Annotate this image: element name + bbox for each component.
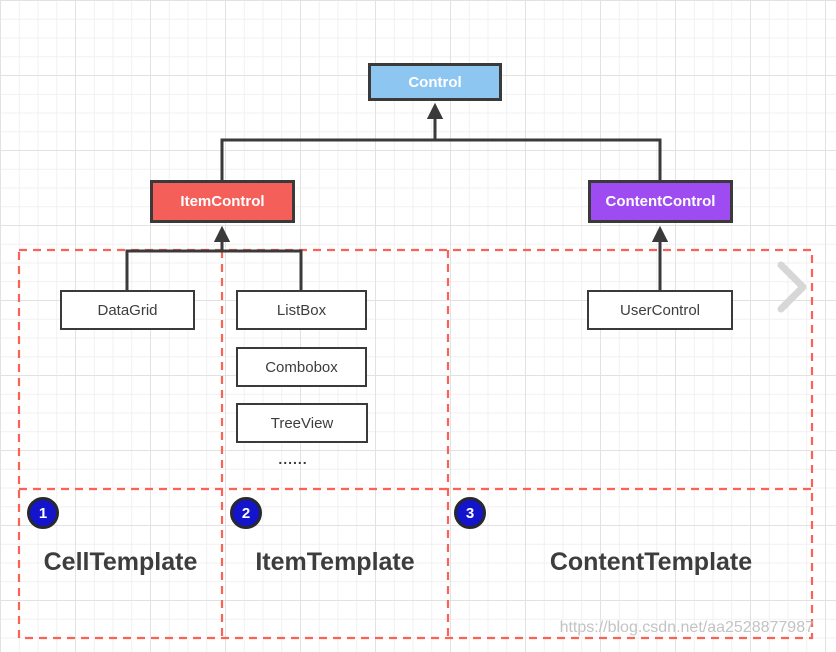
connector-bus-itemcontrol-children (125, 249, 303, 290)
region-badge-3: 3 (454, 497, 486, 529)
region-badge-2: 2 (230, 497, 262, 529)
chevron-right-icon[interactable] (777, 261, 807, 313)
template-regions-dashed-outline (17, 248, 814, 640)
csdn-watermark: https://blog.csdn.net/aa2528877987 (559, 619, 814, 636)
node-contentcontrol: ContentControl (588, 180, 733, 223)
node-treeview: TreeView (236, 403, 368, 443)
node-combobox: Combobox (236, 347, 367, 387)
region-badge-1: 1 (27, 497, 59, 529)
inheritance-connectors (125, 102, 669, 290)
node-usercontrol: UserControl (587, 290, 733, 330)
node-control: Control (368, 63, 502, 101)
node-itemcontrol: ItemControl (150, 180, 295, 223)
more-items-ellipsis: ...... (278, 451, 308, 467)
region-label-contenttemplate: ContentTemplate (549, 548, 753, 576)
connector-bus-control-children (220, 138, 662, 180)
node-datagrid: DataGrid (60, 290, 195, 330)
regions-outer-rect (17, 248, 814, 640)
region-label-itemtemplate: ItemTemplate (255, 548, 415, 576)
region-label-celltemplate: CellTemplate (43, 548, 198, 576)
node-listbox: ListBox (236, 290, 367, 330)
